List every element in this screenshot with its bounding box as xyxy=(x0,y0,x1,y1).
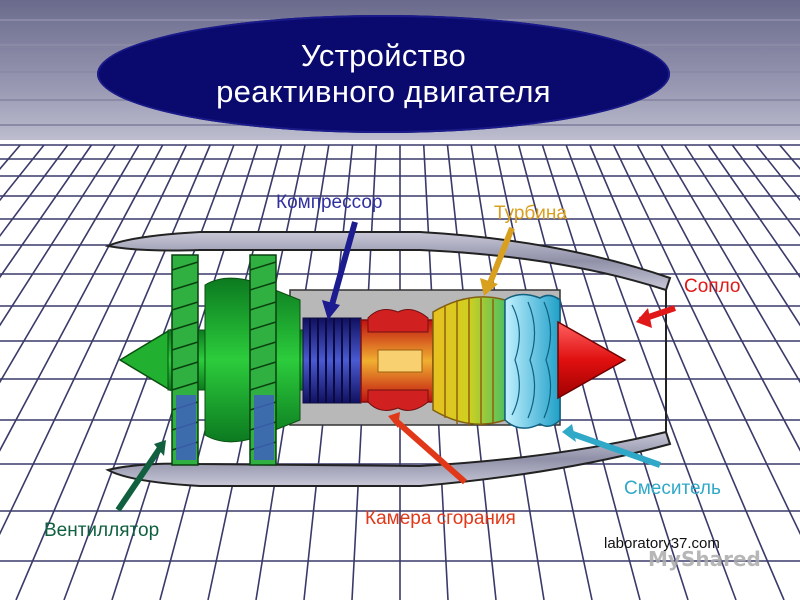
grid-vertical-line xyxy=(684,144,800,327)
grid-vertical-line xyxy=(660,144,800,384)
title-line-2: реактивного двигателя xyxy=(216,74,551,109)
exhaust-cone xyxy=(557,320,627,400)
combustion-chamber xyxy=(360,309,434,411)
combustion-arrow xyxy=(393,417,467,485)
title-line-1: Устройство xyxy=(300,38,467,73)
grid-vertical-line xyxy=(612,144,800,536)
grid-vertical-line xyxy=(636,144,800,452)
pointer-arrows xyxy=(115,221,676,512)
grid-vertical-line xyxy=(0,144,69,238)
watermark: MyShared xyxy=(648,547,761,571)
grid-vertical-line xyxy=(0,144,188,536)
grid-vertical-line xyxy=(707,144,800,279)
label-nozzle: Сопло xyxy=(684,276,741,297)
label-fan: Вентиллятор xyxy=(44,520,160,541)
grid-vertical-line xyxy=(15,144,211,600)
turbine-arrow xyxy=(485,226,515,290)
grid-vertical-line xyxy=(541,144,689,600)
label-turbine: Турбина xyxy=(494,203,567,224)
label-compressor: Компрессор xyxy=(276,192,383,213)
grid-vertical-line xyxy=(731,144,800,238)
grid-vertical-line xyxy=(565,144,737,600)
compressor-section xyxy=(302,317,362,404)
credit-text: laboratory37.com xyxy=(604,535,720,552)
label-mixer: Смеситель xyxy=(624,478,721,499)
turbine-section xyxy=(432,296,506,426)
mixer-arrow xyxy=(568,430,662,468)
fan-arrow xyxy=(115,446,163,512)
mixer-section xyxy=(504,293,561,429)
grid-vertical-line xyxy=(589,144,785,600)
compressor-arrow xyxy=(327,221,358,313)
grid-vertical-line xyxy=(0,144,140,384)
label-combustion-chamber: Камера сгорания xyxy=(365,508,516,529)
fan-section xyxy=(118,254,304,466)
grid-vertical-line xyxy=(0,144,164,452)
grid-vertical-line xyxy=(0,144,116,327)
grid-vertical-line xyxy=(0,144,93,279)
title-banner: Устройство реактивного двигателя xyxy=(97,15,670,133)
